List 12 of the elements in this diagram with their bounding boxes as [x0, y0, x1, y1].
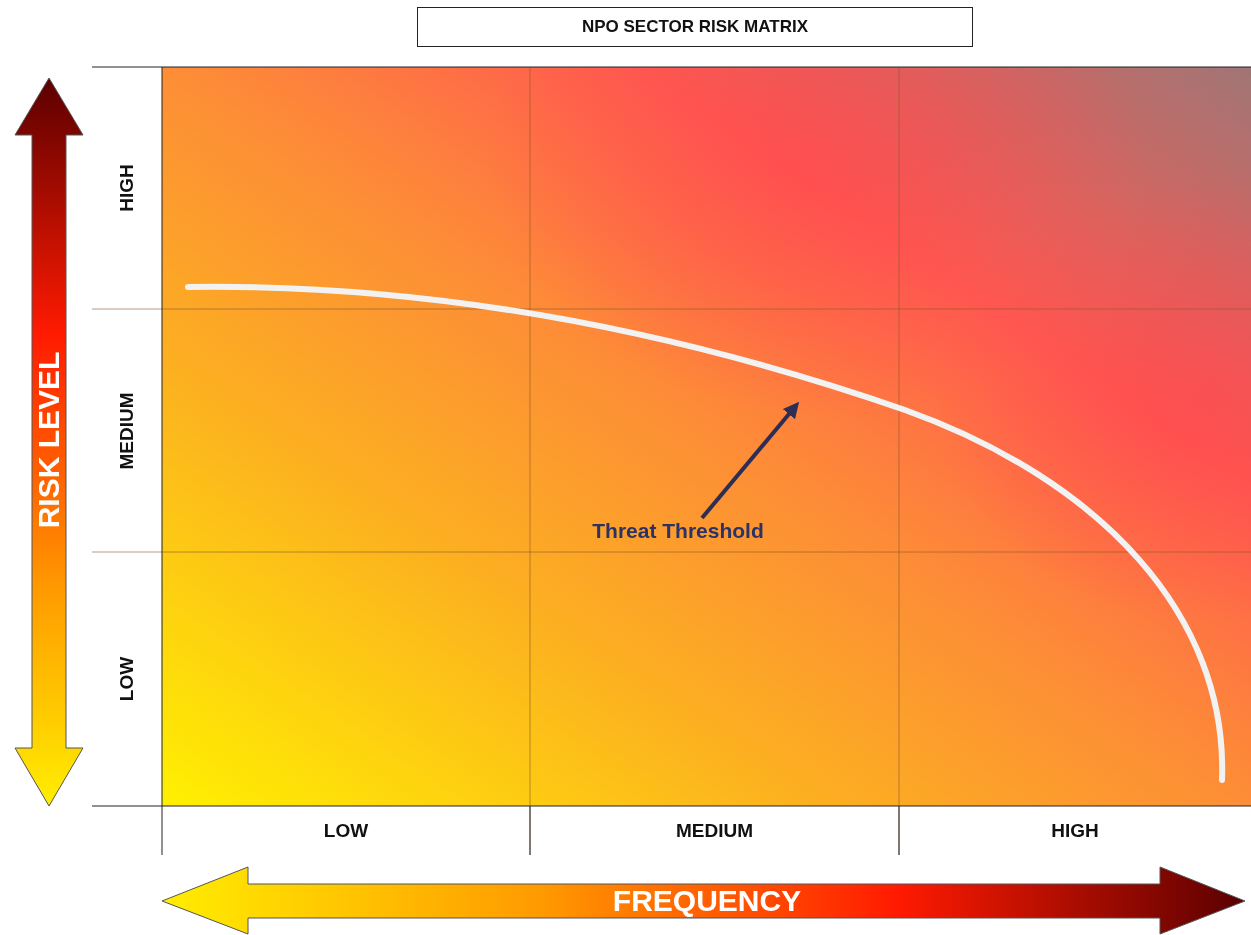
axis-title: FREQUENCY [611, 883, 803, 919]
axis-title: RISK LEVEL [31, 350, 66, 531]
leader-arrow [700, 401, 800, 520]
axis-tick-label: MEDIUM [674, 819, 755, 843]
callout-text: Threat Threshold [578, 518, 778, 544]
axis-tick-label: LOW [322, 819, 370, 843]
axis-tick-label: HIGH [1050, 819, 1100, 843]
title-box: NPO SECTOR RISK MATRIX [417, 7, 973, 47]
axis-tick-label: LOW [115, 655, 138, 704]
axis-tick-label: MEDIUM [115, 390, 138, 472]
axis-tick-label: HIGH [115, 163, 138, 214]
threshold-curve [185, 284, 1225, 783]
